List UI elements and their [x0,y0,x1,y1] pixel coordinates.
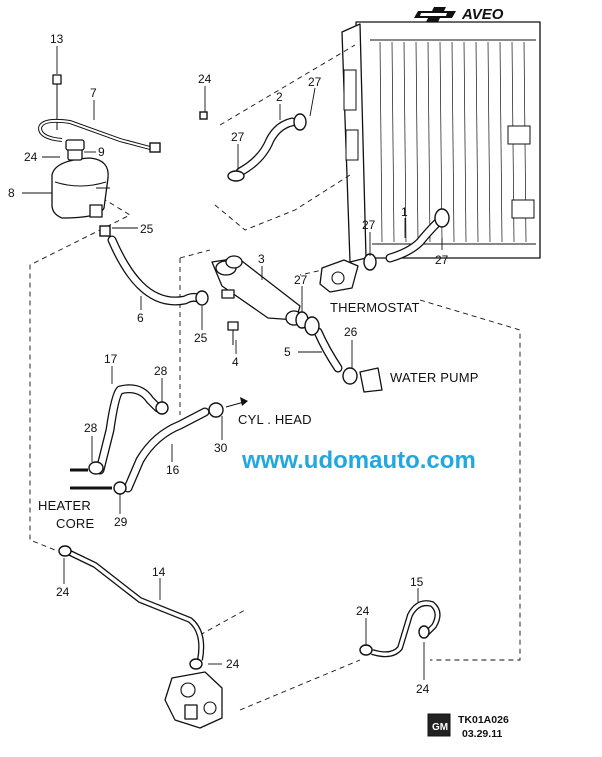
dashed-leaders [29,44,521,711]
figure-code: TK01A026 [458,714,509,726]
chevrolet-bowtie-icon [414,7,456,22]
hose-15 [359,600,441,658]
callout-8: 8 [8,186,15,200]
callout-28: 28 [84,421,98,435]
heater-core-pipes [70,468,112,490]
callout-27: 27 [435,253,449,267]
callout-24: 24 [356,604,370,618]
radiator-outlet-hose [363,208,450,271]
callout-27: 27 [308,75,322,89]
callout-13: 13 [50,32,64,46]
callout-28: 28 [154,364,168,378]
callout-24: 24 [198,72,212,86]
callout-24: 24 [416,682,430,696]
coolant-reservoir [51,147,110,219]
callout-2: 2 [276,90,283,104]
callout-30: 30 [214,441,228,455]
water-pump-label: WATER PUMP [390,370,479,385]
lower-valve-housing [164,671,223,729]
overflow-hose [37,111,208,153]
callout-27: 27 [294,273,308,287]
reservoir-cap [65,139,85,151]
callout-25: 25 [140,222,154,236]
callout-27: 27 [231,130,245,144]
callout-leaders [22,46,443,680]
watermark-url: www.udomauto.com [241,447,476,474]
callout-3: 3 [258,252,265,266]
callout-29: 29 [114,515,128,529]
callout-6: 6 [137,311,144,325]
callout-27: 27 [362,218,376,232]
lower-hose-14 [58,545,205,670]
upper-hose [227,113,307,182]
callout-26: 26 [344,325,358,339]
water-pump-hose [304,316,383,393]
thermostat-label: THERMOSTAT [330,300,420,315]
callout-15: 15 [410,575,424,589]
callout-16: 16 [166,463,180,477]
callout-1: 1 [401,205,408,219]
gm-logo-icon: GM [427,713,451,737]
callout-24: 24 [226,657,240,671]
callout-17: 17 [104,352,118,366]
heater-hose-16 [113,402,224,495]
thermostat-housing [319,259,359,293]
gm-logo-text: GM [432,722,448,733]
callout-7: 7 [90,86,97,100]
heater-label: HEATER [38,498,91,513]
callout-24: 24 [24,150,38,164]
cyl-head-label: CYL . HEAD [238,412,312,427]
coolant-pipe [211,255,309,329]
brand-title: AVEO [461,6,504,23]
figure-date: 03.29.11 [462,728,502,740]
heater-hose-17 [88,384,169,475]
callout-24: 24 [56,585,70,599]
callout-5: 5 [284,345,291,359]
callout-9: 9 [98,145,105,159]
bypass-hose [99,225,209,306]
callout-4: 4 [232,355,239,369]
pipe-bolt [227,321,239,345]
callout-14: 14 [152,565,166,579]
arrow-right-icon [225,397,248,408]
callout-25: 25 [194,331,208,345]
heater-core-label: CORE [56,516,94,531]
